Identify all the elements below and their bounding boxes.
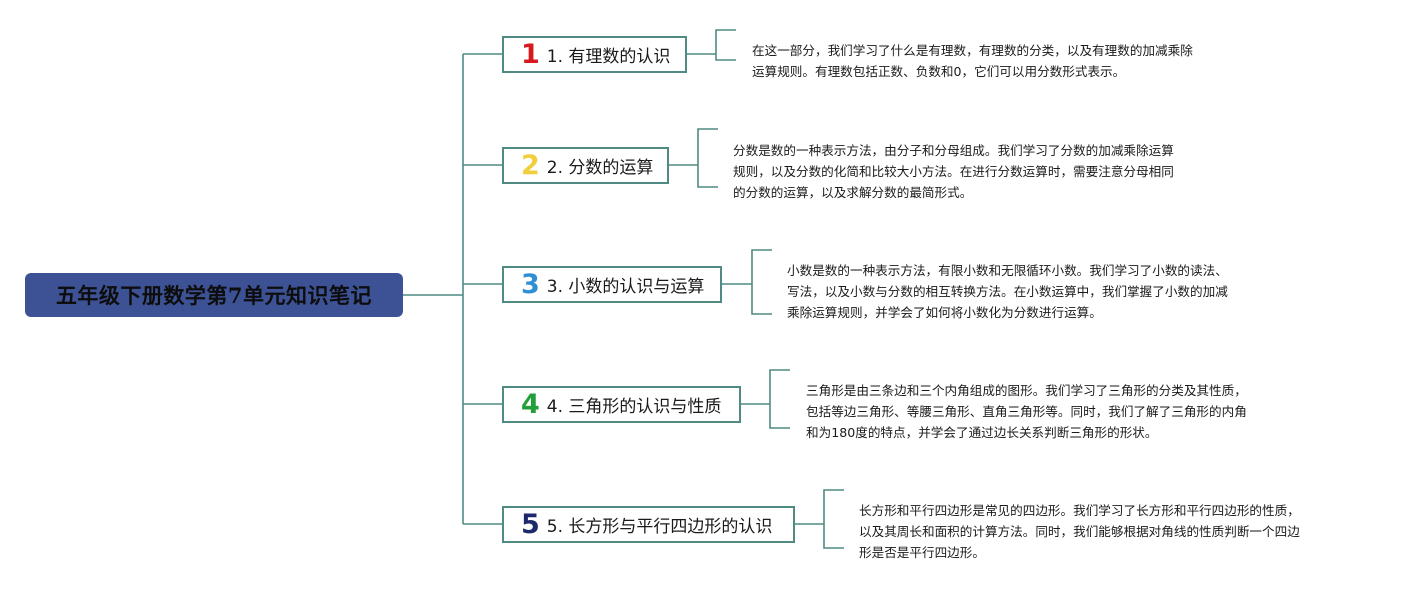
topic-note-decimals: 小数是数的一种表示方法，有限小数和无限循环小数。我们学习了小数的读法、 写法，以… [787,260,1228,323]
topic-title: 3. 小数的认识与运算 [546,277,705,297]
topic-note-fraction-operations: 分数是数的一种表示方法，由分子和分母组成。我们学习了分数的加减乘除运算 规则，以… [733,140,1174,203]
topic-note-triangles: 三角形是由三条边和三个内角组成的图形。我们学习了三角形的分类及其性质， 包括等边… [806,380,1247,443]
topic-number-1-icon: 1 [521,39,540,70]
topic-title: 5. 长方形与平行四边形的认识 [546,517,773,537]
note-line: 长方形和平行四边形是常见的四边形。我们学习了长方形和平行四边形的性质， [859,503,1300,518]
topic-number-4-icon: 4 [521,389,540,420]
topic-title: 4. 三角形的认识与性质 [546,397,722,417]
topic-title: 2. 分数的运算 [546,158,654,178]
note-line: 规则，以及分数的化简和比较大小方法。在进行分数运算时，需要注意分母相同 [733,164,1174,179]
note-line: 和为180度的特点，并学会了通过边长关系判断三角形的形状。 [806,425,1158,440]
note-line: 三角形是由三条边和三个内角组成的图形。我们学习了三角形的分类及其性质， [806,383,1247,398]
root-topic[interactable]: 五年级下册数学第7单元知识笔记 [25,273,403,317]
note-line: 乘除运算规则，并学会了如何将小数化为分数进行运算。 [787,305,1102,320]
note-line: 在这一部分，我们学习了什么是有理数，有理数的分类，以及有理数的加减乘除 [752,43,1193,58]
note-bracket-4 [769,369,790,429]
note-line: 包括等边三角形、等腰三角形、直角三角形等。同时，我们了解了三角形的内角 [806,404,1247,419]
topic-rational-numbers[interactable]: 1 1. 有理数的认识 [502,36,687,73]
note-line: 小数是数的一种表示方法，有限小数和无限循环小数。我们学习了小数的读法、 [787,263,1228,278]
note-line: 形是否是平行四边形。 [859,545,985,560]
note-line: 运算规则。有理数包括正数、负数和0，它们可以用分数形式表示。 [752,64,1126,79]
topic-fraction-operations[interactable]: 2 2. 分数的运算 [502,147,669,184]
topic-number-3-icon: 3 [521,269,540,300]
topic-decimals[interactable]: 3 3. 小数的认识与运算 [502,266,722,303]
topic-note-rational-numbers: 在这一部分，我们学习了什么是有理数，有理数的分类，以及有理数的加减乘除 运算规则… [752,40,1193,82]
note-bracket-5 [823,489,844,549]
topic-number-2-icon: 2 [521,150,540,181]
note-bracket-2 [697,128,718,188]
topic-rectangles-parallelograms[interactable]: 5 5. 长方形与平行四边形的认识 [502,506,795,543]
topic-number-5-icon: 5 [521,509,540,540]
note-line: 分数是数的一种表示方法，由分子和分母组成。我们学习了分数的加减乘除运算 [733,143,1174,158]
topic-note-rectangles-parallelograms: 长方形和平行四边形是常见的四边形。我们学习了长方形和平行四边形的性质， 以及其周… [859,500,1300,563]
topic-title: 1. 有理数的认识 [546,47,671,67]
note-bracket-1 [715,29,736,61]
topic-triangles[interactable]: 4 4. 三角形的认识与性质 [502,386,741,423]
note-line: 的分数的运算，以及求解分数的最简形式。 [733,185,973,200]
note-bracket-3 [751,249,772,315]
note-line: 写法，以及小数与分数的相互转换方法。在小数运算中，我们掌握了小数的加减 [787,284,1228,299]
root-title: 五年级下册数学第7单元知识笔记 [55,283,373,308]
note-line: 以及其周长和面积的计算方法。同时，我们能够根据对角线的性质判断一个四边 [859,524,1300,539]
